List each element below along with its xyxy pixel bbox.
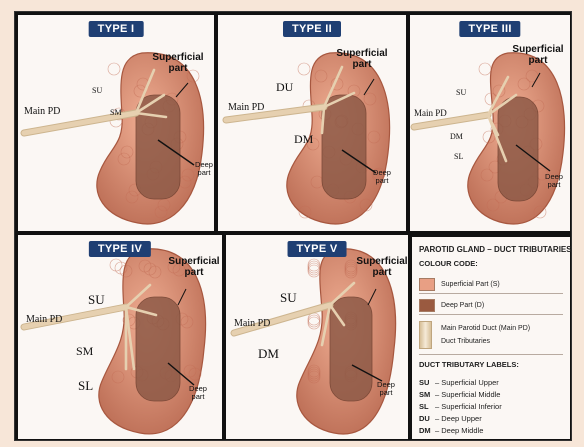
- branch-label-main: Main PD: [26, 315, 62, 325]
- branch-label-sl: SL: [454, 153, 463, 161]
- branch-label-dm: DM: [258, 347, 279, 360]
- lobule-texture: [479, 63, 491, 75]
- branch-label-su: SU: [280, 291, 297, 304]
- legend-title: PAROTID GLAND – DUCT TRIBUTARIES: [419, 245, 572, 254]
- type-badge: TYPE IV: [89, 241, 151, 257]
- legend-item-tributaries-label: Duct Tributaries: [441, 338, 530, 345]
- deep-lobe: [498, 97, 538, 201]
- legend-item-main-duct: Main Parotid Duct (Main PD) Duct Tributa…: [419, 321, 530, 349]
- superficial-part-label: Superficialpart: [152, 53, 204, 74]
- legend-item-superficial-label: Superficial Part (S): [441, 281, 500, 288]
- branch-label-dm: DM: [294, 133, 313, 145]
- branch-label-main: Main PD: [228, 103, 264, 113]
- colour-code-heading: COLOUR CODE:: [419, 259, 478, 268]
- code-row-su: SU– Superficial Upper: [419, 378, 499, 387]
- labels-heading: DUCT TRIBUTARY LABELS:: [419, 360, 519, 369]
- branch-label-sm: SM: [110, 109, 122, 117]
- deep-lobe: [136, 95, 180, 199]
- legend-divider: [419, 354, 563, 355]
- legend-panel: PAROTID GLAND – DUCT TRIBUTARIES COLOUR …: [412, 237, 570, 439]
- code-row-du: DU– Deep Upper: [419, 414, 482, 423]
- branch-label-main: Main PD: [414, 109, 447, 118]
- branch-label-main: Main PD: [24, 107, 60, 117]
- type-badge: TYPE I: [89, 21, 144, 37]
- deep-swatch: [419, 299, 435, 312]
- superficial-swatch: [419, 278, 435, 291]
- legend-item-deep: Deep Part (D): [419, 299, 484, 312]
- deep-part-label: Deeppart: [372, 381, 400, 396]
- type-badge: TYPE II: [283, 21, 341, 37]
- type-badge: TYPE III: [459, 21, 520, 37]
- branch-label-sl: SL: [78, 379, 93, 392]
- legend-item-deep-label: Deep Part (D): [441, 302, 484, 309]
- branch-label-su: SU: [92, 87, 102, 95]
- code-row-dm: DM– Deep Middle: [419, 426, 483, 435]
- legend-divider: [419, 314, 563, 315]
- lobule-texture: [108, 63, 120, 75]
- gland-illustration: [18, 15, 214, 231]
- duct-swatch: [419, 321, 432, 349]
- legend-item-main-duct-label: Main Parotid Duct (Main PD): [441, 325, 530, 332]
- panel-type-4: TYPE IV SuperficialpartDeeppart Main PD SU S…: [18, 235, 222, 439]
- branch-label-du: DU: [276, 81, 293, 93]
- type-badge: TYPE V: [288, 241, 347, 257]
- branch-label-dm: DM: [450, 133, 463, 141]
- lobule-texture: [298, 63, 310, 75]
- branch-label-main: Main PD: [234, 319, 270, 329]
- legend-item-superficial: Superficial Part (S): [419, 278, 500, 291]
- deep-lobe: [322, 95, 366, 199]
- panel-type-5: TYPE V SuperficialpartDeeppart Main PD SU DM: [226, 235, 408, 439]
- branch-label-sm: SM: [76, 345, 93, 357]
- branch-label-su: SU: [456, 89, 466, 97]
- deep-part-label: Deeppart: [184, 385, 212, 400]
- legend-divider: [419, 293, 563, 294]
- branch-label-su: SU: [88, 293, 105, 306]
- code-row-sm: SM– Superficial Middle: [419, 390, 500, 399]
- code-row-sl: SL– Superficial Inferior: [419, 402, 502, 411]
